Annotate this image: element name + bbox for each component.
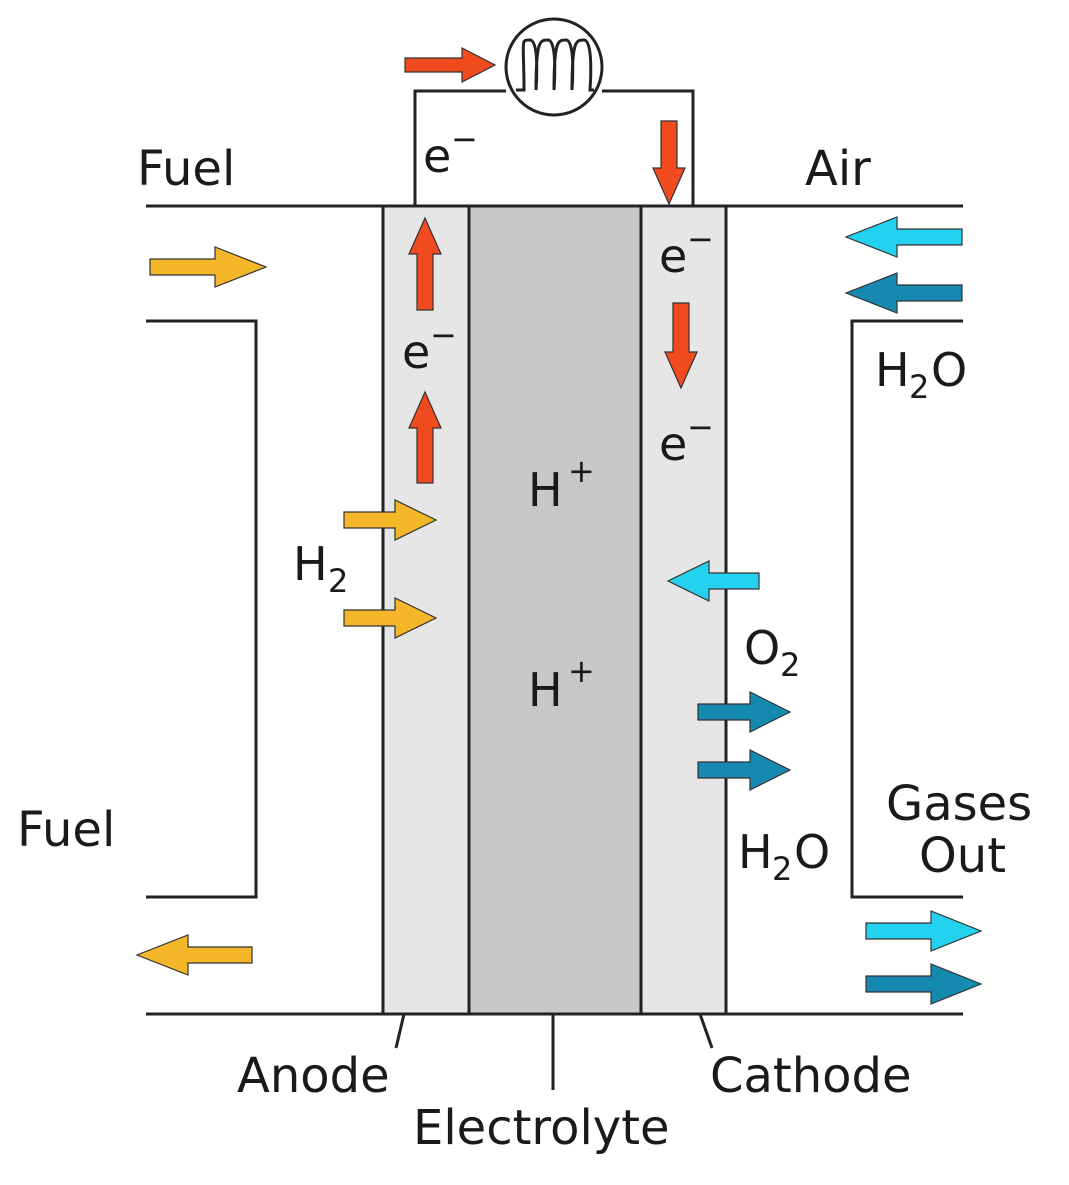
water-label-top: H 2 O	[875, 343, 967, 406]
svg-text:+: +	[568, 652, 595, 690]
electron-label-cathode-top: e −	[659, 220, 714, 283]
arrow-down-icon	[652, 120, 686, 206]
proton-label-top: H +	[528, 452, 595, 517]
svg-text:−: −	[687, 408, 714, 446]
svg-text:e: e	[659, 417, 687, 471]
external-circuit-wire	[413, 89, 506, 206]
svg-text:H: H	[293, 537, 328, 591]
svg-text:O: O	[931, 343, 967, 397]
arrow-right-icon	[697, 749, 792, 791]
fuel-out-label: Fuel	[17, 802, 115, 858]
svg-text:e: e	[423, 129, 451, 183]
svg-text:−: −	[687, 220, 714, 258]
leader-lines	[394, 1013, 714, 1090]
anode-label: Anode	[237, 1048, 390, 1104]
external-circuit-wire-right	[602, 89, 695, 206]
electrolyte-layer	[467, 204, 643, 1016]
gases-out-label-line2: Out	[919, 828, 1006, 884]
svg-text:e: e	[659, 229, 687, 283]
oxygen-label: O 2	[744, 621, 800, 684]
arrow-left-icon	[666, 560, 760, 602]
arrow-right-icon	[343, 499, 438, 541]
water-label-bottom: H 2 O	[738, 825, 830, 888]
electron-label-cathode-bottom: e −	[659, 408, 714, 471]
svg-text:e: e	[402, 325, 430, 379]
svg-text:O: O	[744, 621, 780, 675]
arrow-right-icon	[865, 963, 983, 1005]
arrow-up-icon	[408, 216, 442, 311]
arrow-up-icon	[408, 390, 442, 484]
svg-text:+: +	[568, 452, 595, 490]
electron-label-circuit: e −	[423, 120, 478, 183]
svg-text:2: 2	[772, 850, 792, 888]
arrow-left-icon	[844, 272, 963, 314]
arrow-right-icon	[404, 47, 497, 83]
svg-text:2: 2	[909, 368, 929, 406]
svg-text:H: H	[528, 663, 563, 717]
arrow-left-icon	[844, 216, 963, 258]
svg-text:H: H	[875, 343, 910, 397]
arrow-left-icon	[135, 934, 253, 976]
electron-label-anode: e −	[402, 316, 457, 379]
cathode-label: Cathode	[710, 1048, 912, 1104]
svg-text:H: H	[528, 463, 563, 517]
arrow-right-icon	[865, 910, 983, 952]
hydrogen-label: H 2	[293, 537, 348, 600]
svg-text:O: O	[794, 825, 830, 879]
lamp-icon	[504, 17, 604, 117]
arrow-right-icon	[697, 691, 792, 733]
channel-walls	[146, 204, 963, 1016]
arrow-right-icon	[149, 246, 268, 288]
svg-text:−: −	[430, 316, 457, 354]
gases-out-label-line1: Gases	[886, 776, 1032, 832]
electrolyte-label: Electrolyte	[413, 1100, 670, 1156]
svg-text:2: 2	[328, 562, 348, 600]
fuel-in-label: Fuel	[137, 141, 235, 197]
svg-text:−: −	[451, 120, 478, 158]
air-in-label: Air	[805, 141, 871, 197]
svg-text:2: 2	[780, 646, 800, 684]
arrow-right-icon	[343, 597, 438, 639]
arrow-down-icon	[664, 302, 698, 390]
proton-label-bottom: H +	[528, 652, 595, 717]
svg-text:H: H	[738, 825, 773, 879]
